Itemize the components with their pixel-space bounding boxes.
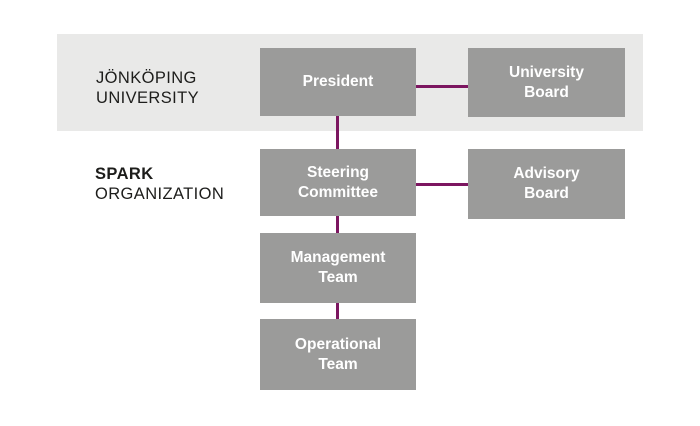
jonkoping-university-label: JÖNKÖPING UNIVERSITY [96, 68, 199, 108]
node-university-board: University Board [468, 48, 625, 117]
node-university-board-label-line1: University [509, 63, 584, 81]
node-advisory-board: Advisory Board [468, 149, 625, 219]
node-steering-committee-label-line1: Steering [306, 163, 369, 181]
connector-steering-management [336, 215, 339, 234]
node-university-board-label-line2: Board [524, 83, 569, 101]
node-advisory-board-label-line2: Board [524, 185, 569, 202]
node-advisory-board-label-line1: Advisory [513, 165, 580, 182]
node-management-team: Management Team [260, 233, 416, 303]
node-steering-committee: Steering Committee [260, 149, 416, 216]
node-operational-team: Operational Team [260, 319, 416, 390]
spark-organization-label-line1: SPARK [95, 165, 154, 183]
node-president-label: President [302, 73, 374, 90]
connector-steering-advisory-board [415, 183, 469, 186]
connector-president-university-board [415, 85, 469, 88]
node-management-team-label-line1: Management [290, 249, 386, 266]
connector-management-operational [336, 302, 339, 320]
node-operational-team-label-line1: Operational [294, 335, 382, 353]
node-president: President [260, 48, 416, 116]
jonkoping-university-label-line2: UNIVERSITY [96, 89, 200, 107]
node-management-team-label-line2: Team [318, 269, 358, 286]
connector-president-steering [336, 115, 339, 150]
node-steering-committee-label-line2: Committee [297, 183, 379, 201]
spark-organization-label-line2: ORGANIZATION [95, 185, 225, 203]
node-operational-team-label-line2: Team [318, 355, 358, 373]
spark-organization-label: SPARK ORGANIZATION [95, 164, 224, 204]
jonkoping-university-label-line1: JÖNKÖPING [96, 69, 197, 87]
